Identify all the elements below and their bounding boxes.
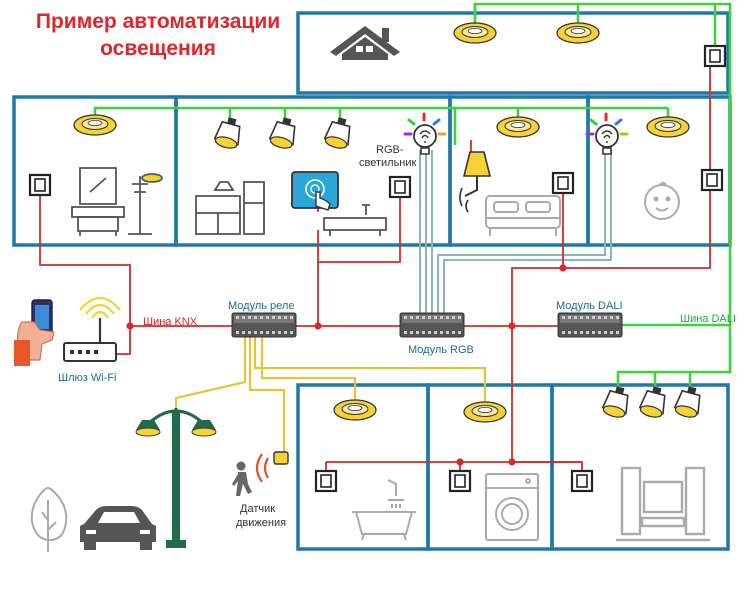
- house-icon: [330, 26, 400, 60]
- downlight-icon: [496, 116, 540, 138]
- wall-switch-icon: [388, 175, 412, 199]
- kitchen-icon: [195, 181, 265, 235]
- dali-module-label: Модуль DALI: [556, 300, 623, 312]
- rgb-light-label-line-1: RGB-: [376, 144, 404, 156]
- downlight-icon: [646, 116, 690, 138]
- spotlight-icon: [267, 114, 300, 152]
- title-line-1: Пример автоматизации: [35, 10, 281, 33]
- motion-sensor-icon: [232, 451, 289, 496]
- dali-bus-label: Шина DALI: [680, 313, 736, 325]
- dresser-icon: [71, 167, 125, 236]
- rgb-module-device: [399, 312, 465, 338]
- knx-junctions: [126, 264, 567, 466]
- touch-panel-icon[interactable]: [291, 171, 339, 211]
- smartphone-icon[interactable]: [14, 299, 55, 366]
- dali-module-device: [557, 312, 623, 338]
- wall-switch-icon: [28, 173, 52, 197]
- room-borders: [12, 11, 732, 551]
- spotlight-icon: [672, 383, 705, 421]
- wall-switch-icon: [700, 168, 724, 192]
- wall-lamp-icon: [459, 151, 492, 213]
- rgb-bulb-icon: [403, 112, 447, 156]
- street-lamp-icon: [135, 408, 217, 548]
- rgb-module-label: Модуль RGB: [408, 344, 474, 356]
- wall-switch-icon: [570, 469, 594, 493]
- tree-icon: [30, 487, 68, 552]
- spotlight-icon: [600, 383, 633, 421]
- title-line-2: освещения: [100, 37, 216, 60]
- diagram-title: Пример автоматизации освещения: [18, 8, 298, 62]
- tv-stand-icon: [323, 204, 387, 236]
- rgb-wires: [419, 150, 612, 314]
- relay-module-device: [231, 312, 297, 338]
- room-attic: [296, 11, 730, 95]
- room-home-theater: [550, 383, 730, 551]
- wall-switch-icon: [551, 171, 575, 195]
- motion-sensor-label-line-1: Датчик: [240, 503, 276, 515]
- wall-switch-icon: [314, 469, 338, 493]
- downlight-icons: [73, 22, 690, 423]
- motion-sensor-label-line-2: движения: [236, 517, 287, 529]
- bed-icon: [485, 195, 561, 236]
- bathtub-icon: [352, 479, 416, 541]
- downlight-icon: [333, 399, 377, 421]
- rgb-bulb-icon: [585, 112, 629, 156]
- baby-face-icon: [644, 181, 680, 220]
- home-theater-icon: [616, 466, 710, 542]
- rgb-light-label-line-2: светильник: [359, 157, 417, 169]
- wifi-gateway-label: Шлюз Wi-Fi: [58, 372, 117, 384]
- car-icon: [80, 506, 156, 550]
- downlight-icon: [463, 401, 507, 423]
- spotlight-icon: [212, 114, 245, 152]
- spotlight-icon: [322, 114, 355, 152]
- washing-machine-icon: [485, 473, 539, 541]
- coat-rack-icon: [128, 173, 163, 235]
- downlight-icon: [556, 22, 600, 44]
- spotlight-icon: [637, 383, 670, 421]
- relay-wires: [174, 337, 487, 456]
- downlight-icon: [73, 114, 117, 136]
- wifi-router-icon: [63, 296, 121, 362]
- wall-switch-icon: [448, 469, 472, 493]
- downlight-icon: [453, 22, 497, 44]
- wall-switch-icon: [703, 44, 727, 68]
- relay-module-label: Модуль реле: [228, 300, 295, 312]
- knx-bus-label: Шина KNX: [143, 316, 198, 328]
